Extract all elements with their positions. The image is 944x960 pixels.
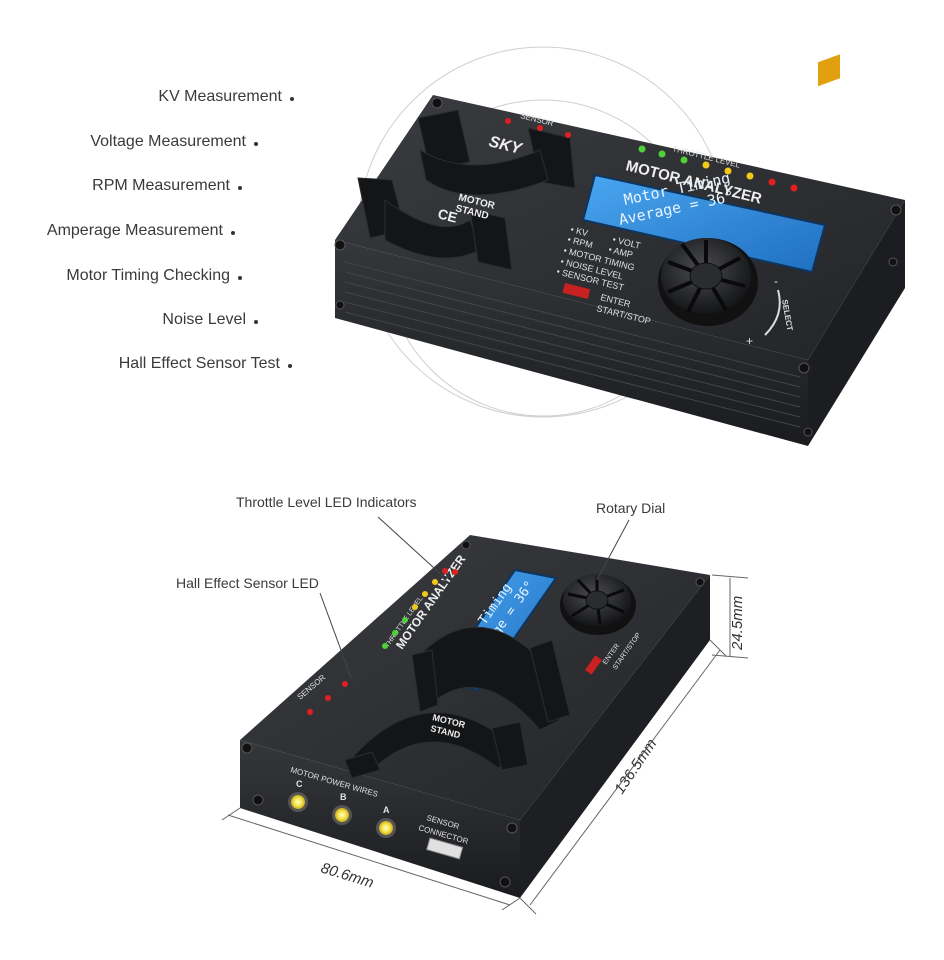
feature-kv: KV Measurement	[158, 88, 282, 105]
callout-hall-led: Hall Effect Sensor LED	[176, 575, 319, 591]
ce-mark: CE	[436, 205, 459, 225]
enter-button	[562, 283, 591, 299]
feature-amperage: Amperage Measurement	[46, 222, 223, 239]
dimension-width: 80.6mm	[319, 860, 376, 892]
callout-throttle-leds: Throttle Level LED Indicators	[236, 494, 417, 510]
minus-sign: -	[774, 274, 778, 288]
dimension-lines	[221, 574, 749, 915]
feature-noise: Noise Level	[162, 311, 246, 328]
feature-dots	[231, 97, 294, 368]
sensor-connector-port	[426, 837, 464, 860]
port-letter-b: B	[340, 792, 347, 802]
rotary-knob	[658, 238, 758, 326]
menu-kv: • KV	[570, 224, 590, 238]
bottom-device: Motor Timing Average = 36° MOTOR ANALYZE…	[240, 535, 710, 898]
motor-ports	[288, 792, 396, 838]
feature-rpm: RPM Measurement	[92, 177, 230, 194]
port-letter-c: C	[296, 779, 303, 789]
sensor-leds-bottom	[307, 681, 348, 715]
dimension-height: 24.5mm	[729, 596, 746, 651]
feature-timing: Motor Timing Checking	[66, 267, 230, 284]
throttle-leds-bottom	[382, 568, 458, 649]
port-letter-a: A	[383, 805, 390, 815]
throttle-leds	[638, 145, 798, 192]
callout-rotary-dial: Rotary Dial	[596, 500, 666, 516]
lcd-screen	[581, 173, 827, 274]
top-device: MOTOR STAND CE SKY SENSOR THROTTLE LEVEL	[334, 54, 905, 446]
feature-hall: Hall Effect Sensor Test	[118, 355, 280, 372]
feature-voltage: Voltage Measurement	[90, 133, 246, 150]
plus-sign: +	[746, 334, 753, 348]
sensor-leds	[505, 118, 571, 138]
rotary-knob-bottom	[560, 574, 636, 635]
callout-lines	[319, 516, 630, 681]
